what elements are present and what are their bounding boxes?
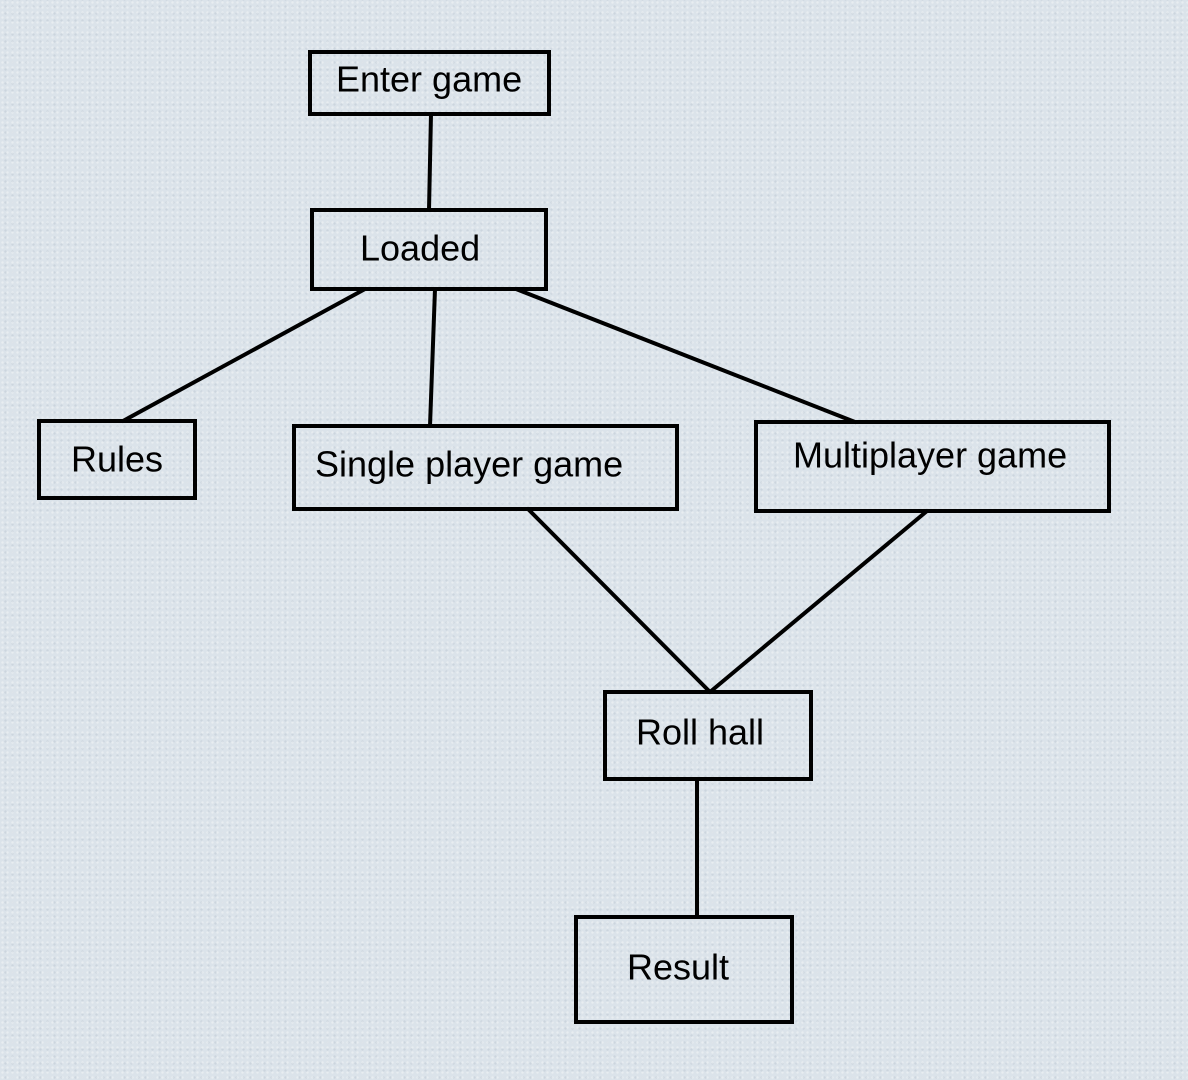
node-loaded: Loaded — [310, 208, 548, 291]
node-box — [574, 915, 794, 1024]
node-box — [37, 419, 197, 500]
node-label-single-player-game: Single player game — [315, 444, 623, 485]
node-label-roll-hall: Roll hall — [636, 712, 764, 753]
edge-single-player-game-roll-hall — [526, 507, 712, 694]
node-box — [292, 424, 679, 511]
node-box — [603, 690, 813, 781]
node-label-rules: Rules — [71, 439, 163, 480]
node-enter-game: Enter game — [308, 50, 551, 116]
node-box — [754, 420, 1111, 513]
node-multiplayer-game: Multiplayer game — [754, 420, 1111, 513]
edge-multiplayer-game-roll-hall — [708, 509, 929, 694]
node-rules: Rules — [37, 419, 197, 500]
node-single-player-game: Single player game — [292, 424, 679, 511]
node-label-result: Result — [627, 947, 729, 988]
node-box — [310, 208, 548, 291]
node-roll-hall: Roll hall — [603, 690, 813, 781]
node-label-multiplayer-game: Multiplayer game — [793, 435, 1067, 476]
edge-loaded-single-player-game — [428, 287, 437, 428]
edge-enter-game-loaded — [427, 112, 433, 212]
node-label-enter-game: Enter game — [336, 59, 522, 100]
node-label-loaded: Loaded — [360, 228, 480, 269]
edge-loaded-rules — [121, 287, 367, 423]
edge-loaded-multiplayer-game — [514, 287, 857, 424]
edges — [121, 112, 929, 919]
node-result: Result — [574, 915, 794, 1024]
node-box — [308, 50, 551, 116]
